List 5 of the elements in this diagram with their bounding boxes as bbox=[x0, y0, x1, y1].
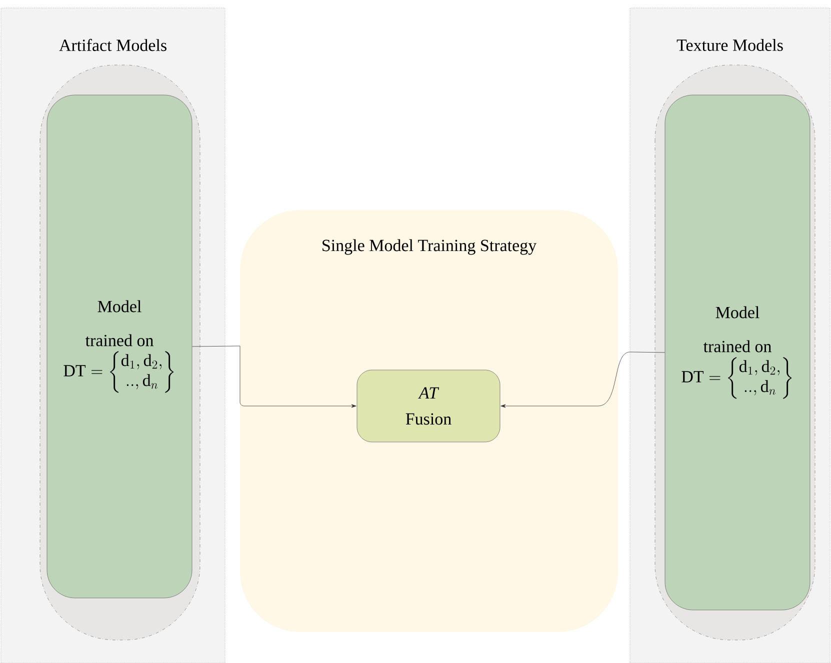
fusion-box: AT Fusion bbox=[356, 370, 500, 442]
connector-arrow bbox=[500, 352, 665, 408]
model-box: Model trained on $\mathrm{DT}=\left\{\begin{matrix}\mathrm{d}_1,\mathrm{d}_2,\\ ..,\mathrm{d}_n\end{matrix}\right\}$ bbox=[46, 94, 192, 598]
connector-arrow bbox=[192, 346, 356, 408]
model-box: Model trained on $\mathrm{DT}=\left\{\begin{matrix}\mathrm{d}_1,\mathrm{d}_2,\\ ..,\mathrm{d}_n\end{matrix}\right\}$ bbox=[664, 94, 810, 610]
